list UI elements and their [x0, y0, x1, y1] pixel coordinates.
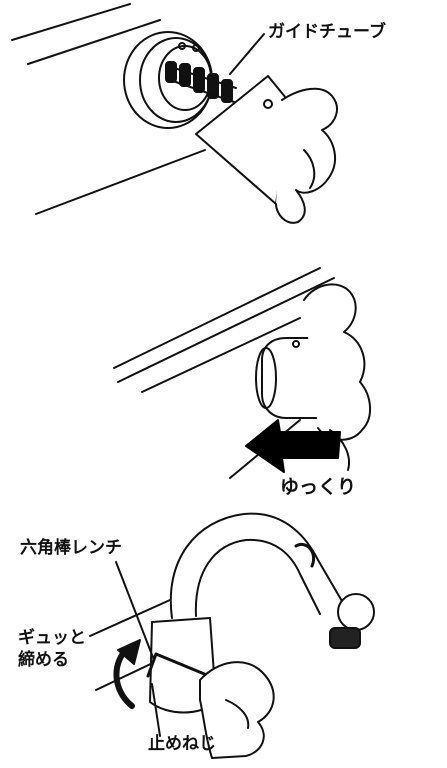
- counter-edge-line: [11, 3, 131, 41]
- hand-outline: [199, 661, 275, 759]
- spray-head: [337, 593, 375, 631]
- hex-wrench-leader: [115, 561, 155, 661]
- counter-edge-line: [35, 149, 206, 215]
- hand-detail: [225, 699, 250, 729]
- hand-outline: [275, 87, 338, 224]
- spout-inner: [194, 538, 321, 617]
- callout-guide-tube: ガイドチューブ: [268, 22, 386, 42]
- counter-edge-line: [89, 599, 171, 637]
- hex-wrench: [146, 652, 216, 680]
- callout-tighten-2: 締める: [18, 650, 69, 670]
- counter-edge-line: [141, 317, 301, 393]
- spout-outer: [169, 512, 347, 619]
- pull-direction-arrow: [245, 419, 341, 473]
- spout-band: [294, 543, 315, 568]
- set-screw-leader: [151, 683, 161, 737]
- faucet-screw: [292, 340, 300, 348]
- bushing-screw: [192, 44, 200, 52]
- hand-detail: [303, 149, 316, 189]
- guide-tube-leader: [229, 33, 265, 75]
- bushing-screw: [178, 42, 186, 50]
- callout-hex-wrench: 六角棒レンチ: [20, 538, 122, 558]
- counter-edge-line: [27, 19, 161, 65]
- rotation-arrow-head: [117, 639, 141, 665]
- callout-set-screw: 止めねじ: [148, 734, 216, 754]
- step1-drawing: [11, 3, 338, 224]
- faucet-body-end: [255, 347, 277, 409]
- plate-screw: [263, 99, 273, 109]
- counter-edge-line: [117, 277, 335, 383]
- callout-slowly: ゆっくり: [280, 476, 357, 498]
- step3-drawing: [89, 512, 375, 759]
- callout-tighten-1: ギュッと: [18, 628, 86, 648]
- guide-tube-outline: [167, 65, 237, 103]
- hand-outline: [303, 283, 371, 441]
- spray-nozzle: [329, 627, 361, 649]
- counter-edge-line: [113, 267, 321, 369]
